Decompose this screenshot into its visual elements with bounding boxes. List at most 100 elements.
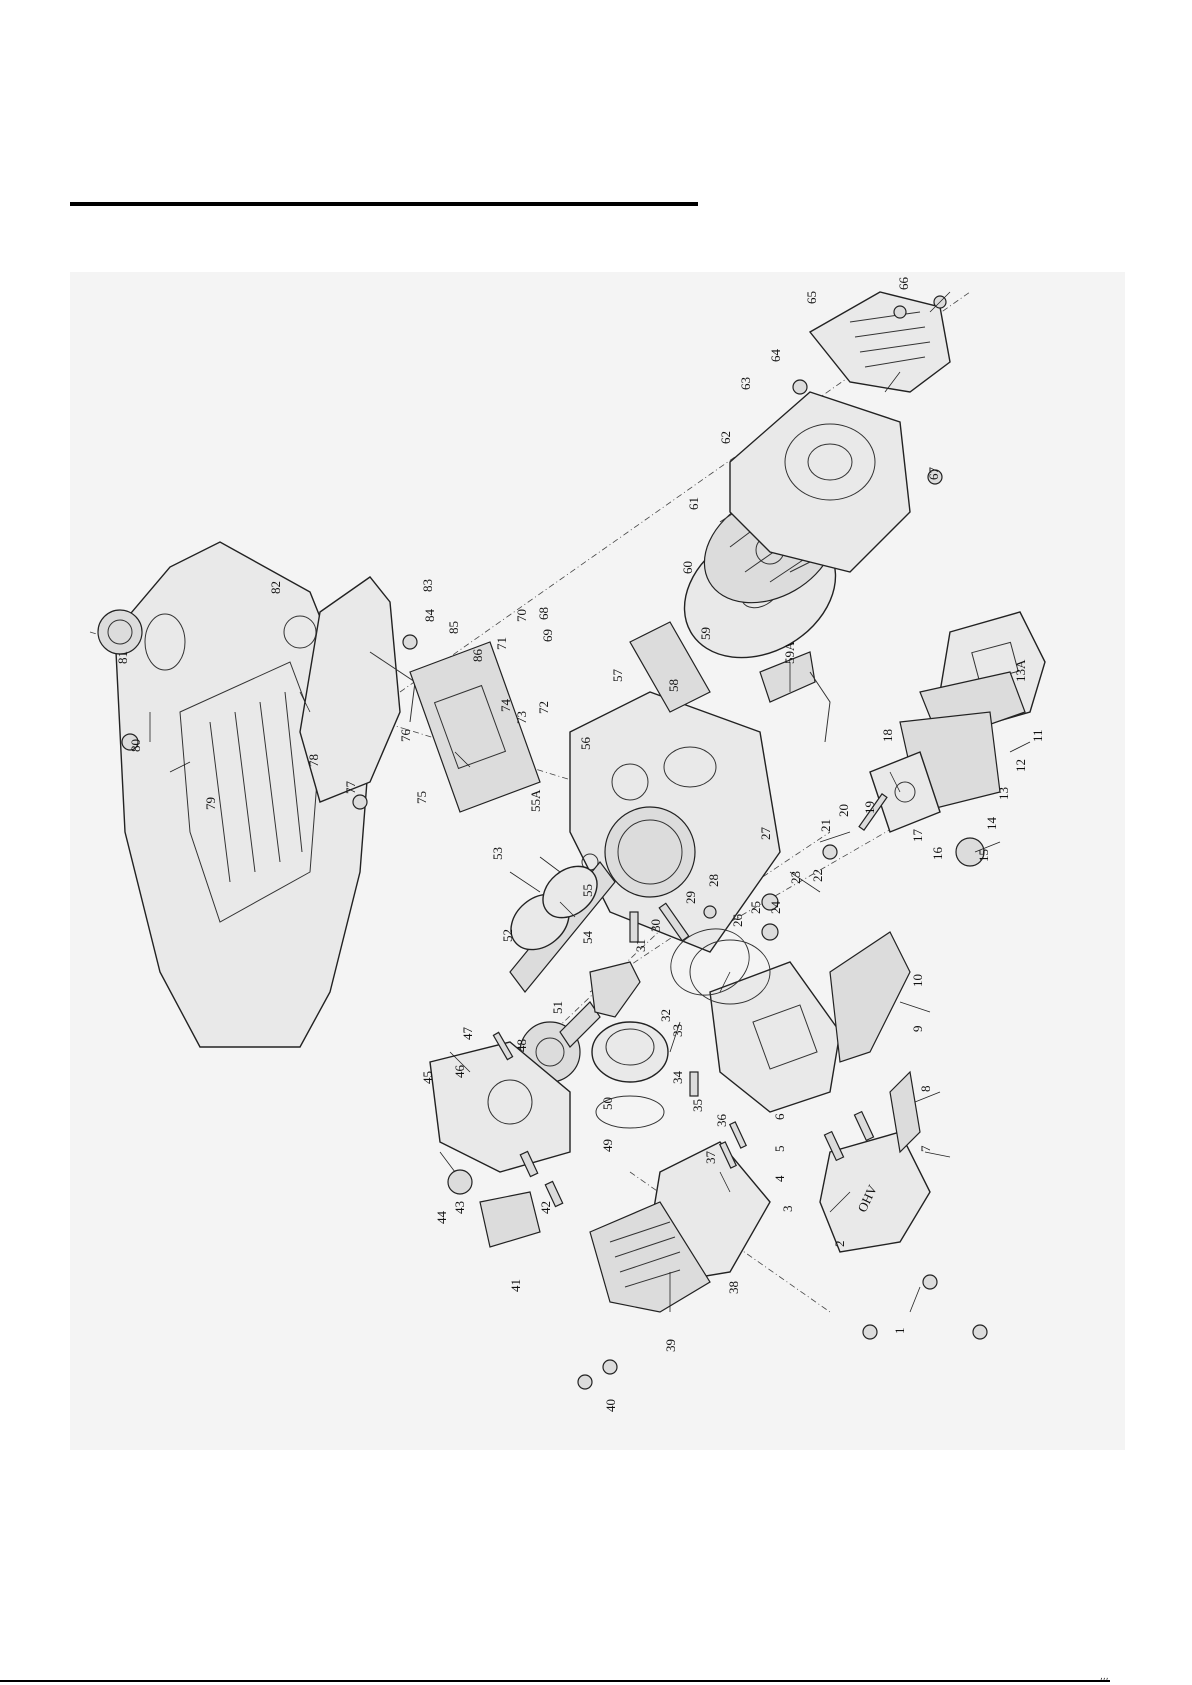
label-63: 63 [738, 377, 753, 390]
label-25: 25 [748, 901, 763, 914]
label-67: 67 [926, 467, 941, 481]
label-17: 17 [910, 829, 925, 843]
label-46: 46 [452, 1065, 467, 1079]
mounting-plate [410, 642, 540, 812]
label-55: 55 [580, 884, 595, 897]
label-70: 70 [514, 609, 529, 622]
label-64: 64 [768, 349, 783, 363]
label-28: 28 [706, 874, 721, 887]
label-7: 7 [918, 1145, 933, 1152]
label-84: 84 [422, 609, 437, 623]
label-66: 66 [896, 277, 911, 291]
label-52: 52 [500, 929, 515, 942]
label-5: 5 [772, 1146, 787, 1153]
label-71: 71 [494, 637, 509, 650]
governor-assembly [480, 1192, 540, 1247]
label-85: 85 [446, 621, 461, 634]
label-41: 41 [508, 1279, 523, 1292]
piston [592, 1022, 668, 1128]
label-20: 20 [836, 804, 851, 817]
label-36: 36 [714, 1114, 729, 1128]
label-14: 14 [984, 817, 999, 831]
header-rule [70, 202, 698, 206]
label-72: 72 [536, 701, 551, 714]
label-10: 10 [910, 974, 925, 987]
label-53: 53 [490, 847, 505, 860]
label-37: 37 [703, 1151, 718, 1165]
label-59A: 59A [782, 641, 797, 664]
head-shroud [830, 932, 910, 1062]
label-30: 30 [648, 919, 663, 932]
label-48: 48 [514, 1039, 529, 1052]
label-74: 74 [498, 699, 513, 713]
label-12: 12 [1013, 759, 1028, 772]
label-27: 27 [758, 827, 773, 841]
label-79: 79 [203, 797, 218, 810]
ignition-coil [760, 652, 830, 742]
label-22: 22 [810, 869, 825, 882]
label-34: 34 [670, 1071, 685, 1085]
label-78: 78 [306, 754, 321, 767]
label-75: 75 [414, 791, 429, 804]
label-15: 15 [976, 849, 991, 862]
label-61: 61 [686, 497, 701, 510]
label-43: 43 [452, 1201, 467, 1214]
label-19: 19 [862, 801, 877, 814]
label-32: 32 [658, 1009, 673, 1022]
label-26: 26 [730, 914, 745, 928]
label-69: 69 [540, 629, 555, 642]
label-21: 21 [818, 819, 833, 832]
label-68: 68 [536, 607, 551, 620]
label-51: 51 [550, 1001, 565, 1014]
label-33: 33 [670, 1024, 685, 1037]
label-55A: 55A [528, 789, 543, 812]
label-31: 31 [633, 939, 648, 952]
label-16: 16 [930, 847, 945, 861]
label-38: 38 [726, 1281, 741, 1294]
label-58: 58 [666, 679, 681, 692]
label-59: 59 [698, 627, 713, 640]
connecting-rod [590, 962, 640, 1017]
label-54: 54 [580, 931, 595, 945]
label-9: 9 [910, 1026, 925, 1033]
label-44: 44 [434, 1211, 449, 1225]
recoil-starter [810, 292, 950, 392]
label-11: 11 [1030, 729, 1045, 742]
label-73: 73 [514, 711, 529, 724]
label-23: 23 [788, 871, 803, 884]
label-82: 82 [268, 581, 283, 594]
label-77: 77 [343, 781, 358, 795]
label-8: 8 [918, 1086, 933, 1093]
muffler-guard [590, 1142, 770, 1312]
exploded-engine-diagram: OHV [70, 272, 1125, 1450]
label-4: 4 [772, 1175, 787, 1182]
label-81: 81 [115, 651, 130, 664]
label-39: 39 [663, 1339, 678, 1352]
label-6: 6 [772, 1113, 787, 1120]
label-60: 60 [680, 561, 695, 574]
label-65: 65 [804, 291, 819, 304]
label-86: 86 [470, 649, 485, 663]
label-62: 62 [718, 431, 733, 444]
label-56: 56 [578, 737, 593, 751]
footer-rule [0, 1680, 1110, 1682]
label-83: 83 [420, 579, 435, 592]
label-50: 50 [600, 1097, 615, 1110]
label-13A: 13A [1013, 659, 1028, 682]
label-45: 45 [420, 1071, 435, 1084]
label-18: 18 [880, 729, 895, 742]
label-2: 2 [832, 1241, 847, 1248]
label-35: 35 [690, 1099, 705, 1112]
label-3: 3 [780, 1206, 795, 1213]
label-1: 1 [892, 1328, 907, 1335]
corner-mark: ,,, [1100, 1672, 1109, 1682]
label-24: 24 [768, 901, 783, 915]
label-80: 80 [128, 739, 143, 752]
label-40: 40 [603, 1399, 618, 1412]
label-49: 49 [600, 1139, 615, 1152]
label-57: 57 [610, 669, 625, 683]
label-42: 42 [538, 1201, 553, 1214]
label-13: 13 [996, 787, 1011, 800]
label-76: 76 [398, 729, 413, 743]
label-47: 47 [460, 1027, 475, 1041]
